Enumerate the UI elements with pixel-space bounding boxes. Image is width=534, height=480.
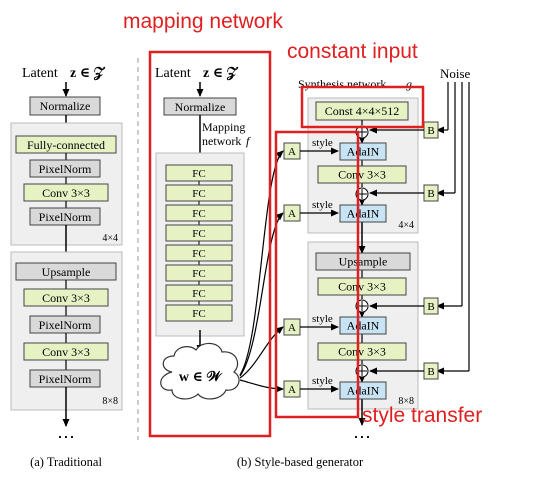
adain-2-box [339,204,387,223]
style-label-4: style [312,375,333,387]
synthesis-label-g: g [406,77,412,91]
fc-stack: FC FC FC FC FC FC FC FC [165,164,233,322]
synth-conv-2-box [317,277,407,296]
trad-normalize-box [29,96,101,116]
a-1-label: A [288,146,296,158]
red-annotations: mapping network constant input style tra… [123,10,482,438]
trad-latent-prefix: Latent [22,66,58,81]
fc-5-label: FC [192,248,205,260]
synthesis-res-4x4: 4×4 [398,220,414,231]
fc-7-label: FC [192,288,205,300]
style-transfer-highlight [274,130,360,419]
trad-res-4x4: 4×4 [102,233,118,244]
trad-res-8x8: 8×8 [102,396,118,407]
trad-conv-label-3: Conv 3×3 [42,345,90,359]
synth-upsample-box [315,252,411,271]
a-4-label: A [288,384,296,396]
trad-fc-label: Fully-connected [27,138,105,152]
mapping-label-line1: Mapping [202,120,245,134]
trad-normalize-label: Normalize [40,99,91,113]
fc-8-box [165,304,233,322]
adain-2-label: AdaIN [347,207,380,221]
trad-caption: (a) Traditional [30,455,102,469]
trad-conv-label-2: Conv 3×3 [42,291,90,305]
trad-pixelnorm-label-1: PixelNorm [39,162,92,176]
annotation-style-transfer: style transfer [362,404,482,427]
trad-pixelnorm-box-2 [29,207,101,226]
fc-6-label: FC [192,268,205,280]
constant-input-highlight [300,85,425,129]
fc-8-label: FC [192,308,205,320]
style-latent-var: z ∈ 𝒵 [203,66,239,81]
synthesis-label: Synthesis network [298,77,386,91]
annotation-constant-input: constant input [287,40,418,63]
synth-conv-1-label: Conv 3×3 [338,168,386,182]
trad-upsample-label: Upsample [42,265,91,279]
b-boxes: B B B B [423,121,439,380]
trad-pixelnorm-box-1 [29,159,101,178]
b-4-label: B [427,366,434,378]
trad-pixelnorm-label-4: PixelNorm [39,372,92,386]
a-boxes: A A A A [283,142,301,398]
w-space-cloud [160,342,240,400]
synth-conv-3-label: Conv 3×3 [338,345,386,359]
style-label-3: style [312,313,333,325]
w-to-a4-line [239,379,284,393]
style-caption: (b) Style-based generator [237,455,364,469]
annotation-mapping-network: mapping network [123,10,283,33]
b-3-label: B [427,301,434,313]
traditional-network: Latent z ∈ 𝒵 Normalize Fully-connected P… [10,66,123,469]
trad-pixelnorm-box-4 [29,369,101,388]
w-to-a3-line [239,326,284,379]
adain-4-box [339,381,387,400]
synth-conv-2-label: Conv 3×3 [338,280,386,294]
adain-4-label: AdaIN [347,384,380,398]
synth-conv-1-box [317,165,407,184]
style-continuation-dots: ⋯ [353,427,371,447]
adain-3-box [339,316,387,335]
mapping-network-highlight [148,50,272,438]
synth-upsample-label: Upsample [339,255,388,269]
adain-3-label: AdaIN [347,319,380,333]
trad-pixelnorm-label-3: PixelNorm [39,318,92,332]
trad-continuation-dots: ⋯ [57,427,75,447]
synth-conv-3-box [317,342,407,361]
fc-3-label: FC [192,208,205,220]
synthesis-res-8x8: 8×8 [398,396,414,407]
adain-1-box [339,142,387,161]
mapping-label-line2: network [202,134,241,148]
trad-latent-var: z ∈ 𝒵 [70,66,106,81]
style-normalize-label: Normalize [175,100,226,114]
fc-2-label: FC [192,188,205,200]
fc-1-label: FC [192,168,205,180]
style-latent-prefix: Latent [155,66,191,81]
b-1-label: B [427,125,434,137]
trad-pixelnorm-box-3 [29,315,101,334]
adain-1-label: AdaIN [347,145,380,159]
b-2-label: B [427,188,434,200]
trad-pixelnorm-label-2: PixelNorm [39,210,92,224]
style-label-1: style [312,137,333,149]
a-3-label: A [288,322,296,334]
const-label: Const 4×4×512 [325,104,400,118]
trad-conv-label-1: Conv 3×3 [42,186,90,200]
noise-label: Noise [440,66,471,81]
style-label-2: style [312,199,333,211]
fc-4-label: FC [192,228,205,240]
a-2-label: A [288,208,296,220]
w-space-label: w ∈ 𝒲 [179,369,223,385]
mapping-label-f: f [246,134,251,148]
